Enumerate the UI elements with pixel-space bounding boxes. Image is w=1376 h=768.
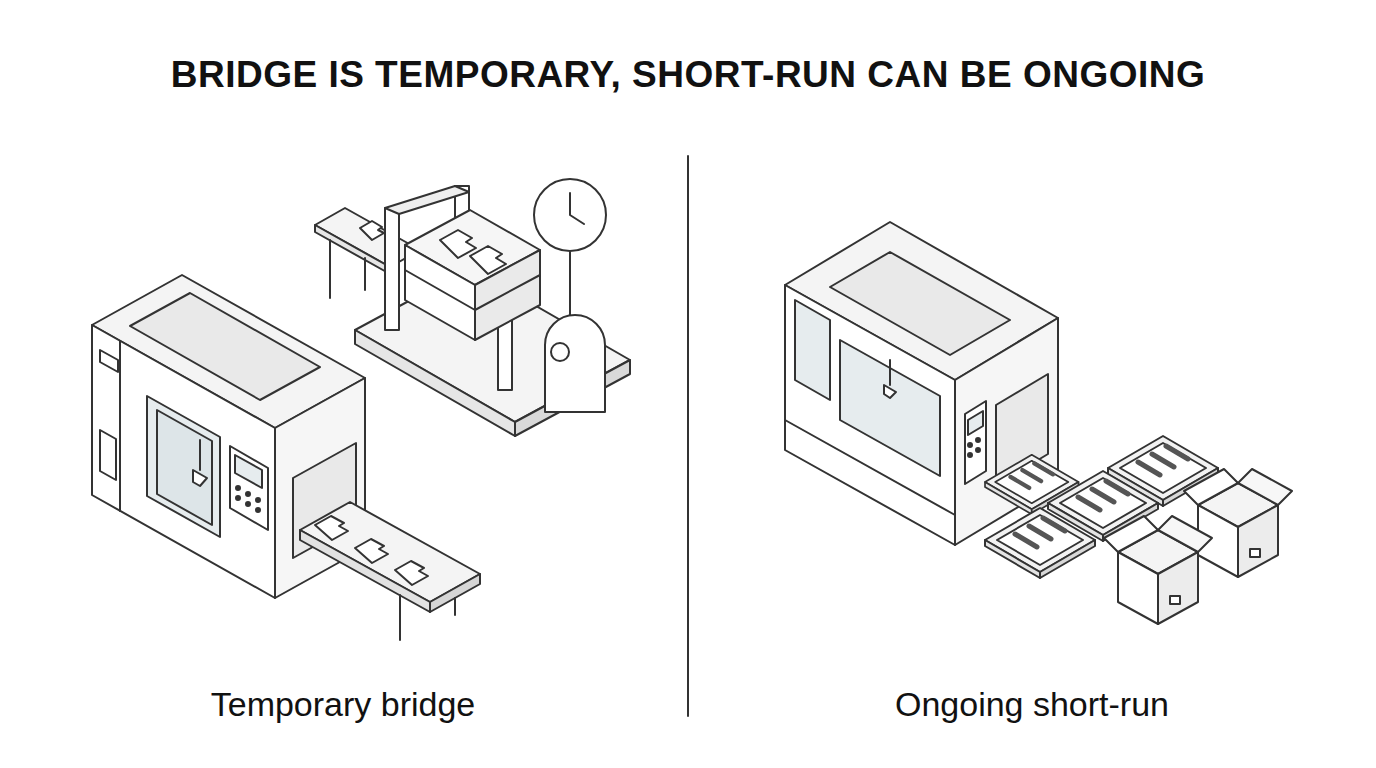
diagram-title: BRIDGE IS TEMPORARY, SHORT-RUN CAN BE ON… [171,54,1206,96]
panel-caption: Temporary bridge [211,685,476,724]
panel-caption: Ongoing short-run [895,685,1169,724]
short-run-machine [785,222,1292,624]
divider-line [687,156,689,716]
cnc-machine [92,275,480,640]
